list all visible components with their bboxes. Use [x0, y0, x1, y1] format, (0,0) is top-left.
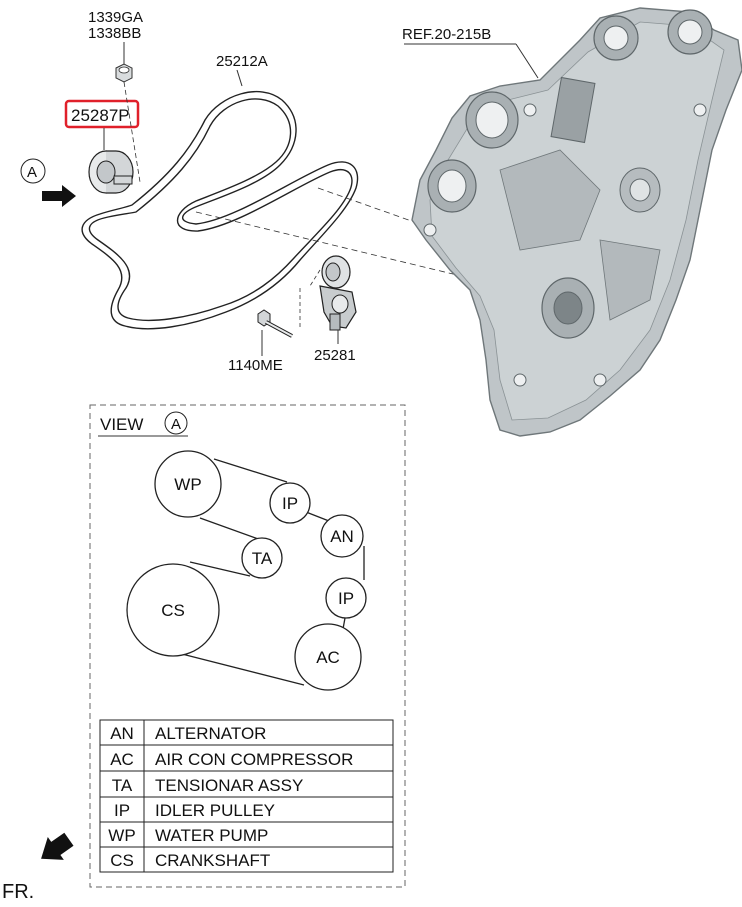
view-a-letter: A — [27, 164, 37, 181]
pulley-label-wp: WP — [174, 475, 201, 494]
pulley-cs: CS — [126, 563, 220, 657]
legend-name: TENSIONAR ASSY — [155, 776, 303, 795]
pulley-label-ta: TA — [252, 549, 273, 568]
label-1339ga[interactable]: 1339GA — [88, 9, 143, 26]
nut-icon[interactable] — [115, 63, 133, 83]
idler-pulley-icon[interactable] — [88, 150, 134, 194]
pulley-ip-lower: IP — [325, 577, 367, 619]
pulley-label-ip-lower: IP — [338, 589, 354, 608]
legend-code: TA — [112, 776, 133, 795]
leader-25212a — [236, 69, 243, 87]
axis-line-cover-2 — [317, 187, 421, 225]
label-25281[interactable]: 25281 — [314, 347, 356, 364]
label-25212a[interactable]: 25212A — [216, 53, 268, 70]
view-a-circle — [20, 158, 46, 184]
view-a-frame — [89, 404, 406, 888]
legend-name: AIR CON COMPRESSOR — [155, 750, 353, 769]
pulley-label-ip-upper: IP — [282, 494, 298, 513]
belt-routing — [177, 458, 365, 686]
pulley-ip-upper: IP — [269, 482, 311, 524]
legend-table: AN ALTERNATOR AC AIR CON COMPRESSOR TA T… — [99, 719, 394, 873]
legend-name: IDLER PULLEY — [155, 801, 275, 820]
pulley-wp: WP — [154, 450, 222, 518]
highlight-box-25287p — [64, 99, 140, 129]
view-title-marker: A — [171, 416, 181, 433]
pulley-ta: TA — [241, 537, 283, 579]
legend-code: CS — [110, 851, 134, 870]
legend-name: WATER PUMP — [155, 826, 268, 845]
legend-name: CRANKSHAFT — [155, 851, 270, 870]
pulley-label-ac: AC — [316, 648, 340, 667]
view-title: VIEW — [100, 415, 143, 434]
front-arrow-icon — [41, 832, 74, 860]
legend-code: WP — [108, 826, 135, 845]
legend-code: IP — [114, 801, 130, 820]
drive-belt-icon[interactable] — [81, 90, 359, 330]
legend-code: AC — [110, 750, 134, 769]
leader-ref — [515, 43, 539, 79]
axis-line-tensioner — [309, 269, 321, 287]
pulley-ac: AC — [294, 623, 362, 691]
front-label: FR. — [2, 881, 34, 903]
label-1140me[interactable]: 1140ME — [228, 357, 283, 374]
timing-cover-icon[interactable] — [411, 7, 742, 437]
label-ref-20-215b[interactable]: REF.20-215B — [402, 26, 491, 43]
view-title-marker-circle — [164, 411, 188, 435]
axis-line-idler — [123, 81, 141, 183]
pulley-label-cs: CS — [161, 601, 185, 620]
pulley-label-an: AN — [330, 527, 354, 546]
pulley-an: AN — [320, 514, 364, 558]
label-25287p[interactable]: 25287P — [71, 106, 130, 125]
tensioner-assy-icon[interactable] — [319, 255, 357, 331]
label-1338bb[interactable]: 1338BB — [88, 25, 141, 42]
arrow-a-icon — [42, 185, 76, 207]
legend-name: ALTERNATOR — [155, 724, 266, 743]
bolt-icon[interactable] — [257, 309, 293, 338]
legend-code: AN — [110, 724, 134, 743]
